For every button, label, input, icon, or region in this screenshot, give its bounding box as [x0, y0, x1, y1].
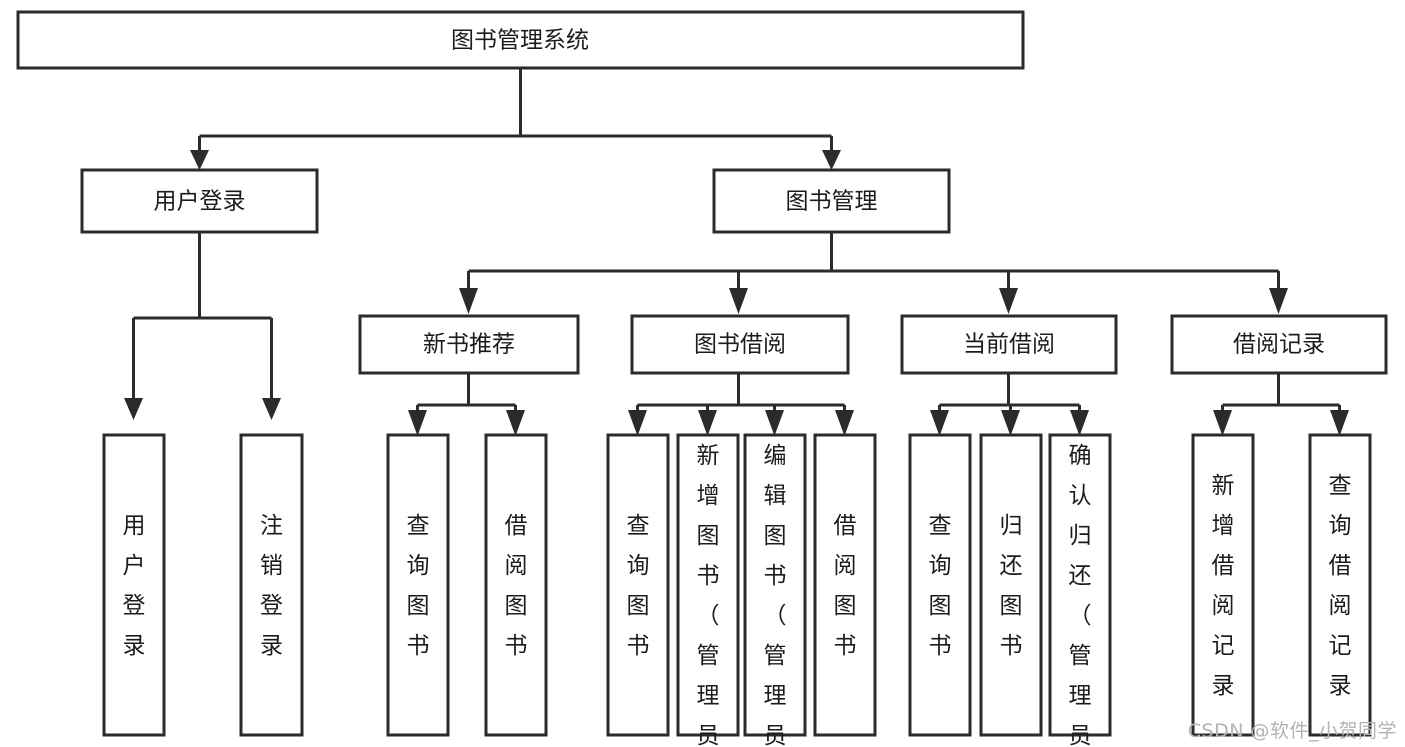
leaf-label: 借阅图书 [505, 513, 528, 659]
leaf-user-login-2[interactable]: 注销登录 [239, 433, 304, 737]
leaf-box[interactable] [102, 433, 166, 737]
node-book-manage-label: 图书管理 [786, 189, 878, 215]
leaf-box[interactable] [979, 433, 1043, 737]
node-root[interactable]: 图书管理系统 [16, 10, 1025, 70]
arrowhead-leaf-borrow-4 [835, 410, 854, 436]
leaf-box[interactable] [1048, 433, 1112, 737]
leaf-label: 查询图书 [929, 513, 952, 659]
arrowhead-user-login [190, 150, 209, 170]
arrowhead-leaf-borrow-2 [698, 410, 717, 436]
arrowhead-l3-4 [1269, 288, 1288, 314]
leaf-new-book-2[interactable]: 借阅图书 [484, 433, 548, 737]
arrowhead-leaf-newbook-1 [408, 410, 427, 436]
node-new-book-recommend-box[interactable] [358, 314, 580, 375]
node-book-manage-box[interactable] [712, 168, 951, 234]
node-book-borrow-box[interactable] [630, 314, 850, 375]
leaf-user-login-1[interactable]: 用户登录 [102, 433, 166, 737]
node-book-borrow-label: 图书借阅 [694, 332, 786, 358]
leaf-label: 注销登录 [260, 513, 283, 659]
leaf-current-borrow-3[interactable]: 确认归还（管理员） [1048, 433, 1112, 747]
node-new-book-recommend-label: 新书推荐 [423, 332, 515, 358]
node-borrow-record-label: 借阅记录 [1233, 332, 1325, 358]
leaf-box[interactable] [386, 433, 450, 737]
arrowhead-leaf-record-2 [1330, 410, 1349, 436]
leaf-box[interactable] [743, 433, 807, 737]
leaf-box[interactable] [908, 433, 972, 737]
leaf-box[interactable] [676, 433, 740, 737]
node-borrow-record-box[interactable] [1170, 314, 1388, 375]
arrowhead-l3-3 [999, 288, 1018, 314]
leaf-borrow-record-2[interactable]: 查询借阅记录 [1308, 433, 1372, 737]
leaf-label: 确认归还（管理员） [1069, 443, 1092, 747]
arrowhead-leaf-userlogin-1 [124, 398, 143, 420]
leaf-current-borrow-2[interactable]: 归还图书 [979, 433, 1043, 737]
watermark: CSDN @软件_小贺同学 [1187, 720, 1397, 742]
leaf-borrow-book-2[interactable]: 新增图书（管理员） [676, 433, 740, 747]
leaf-box[interactable] [1308, 433, 1372, 737]
arrowhead-leaf-borrow-3 [765, 410, 784, 436]
leaf-box[interactable] [1191, 433, 1255, 737]
node-current-borrow-label: 当前借阅 [963, 332, 1055, 358]
leaf-borrow-book-3[interactable]: 编辑图书（管理员） [743, 433, 807, 747]
leaf-label: 归还图书 [1000, 513, 1023, 659]
node-user-login-box[interactable] [80, 168, 319, 234]
leaf-current-borrow-1[interactable]: 查询图书 [908, 433, 972, 737]
connectors [124, 68, 1349, 436]
arrowhead-leaf-newbook-2 [506, 410, 525, 436]
arrowhead-leaf-current-3 [1070, 410, 1089, 436]
leaf-new-book-1[interactable]: 查询图书 [386, 433, 450, 737]
leaf-label: 新增借阅记录 [1212, 473, 1235, 699]
node-root-label: 图书管理系统 [451, 28, 589, 54]
arrowhead-book-manage [822, 150, 841, 170]
leaf-label: 用户登录 [123, 513, 146, 659]
arrowhead-leaf-borrow-1 [628, 410, 647, 436]
node-borrow-record[interactable]: 借阅记录 [1170, 314, 1388, 375]
leaf-label: 新增图书（管理员） [697, 443, 720, 747]
arrowhead-leaf-userlogin-2 [262, 398, 281, 420]
node-user-login-label: 用户登录 [154, 189, 246, 215]
leaf-label: 编辑图书（管理员） [764, 443, 787, 747]
leaf-box[interactable] [484, 433, 548, 737]
leaf-borrow-record-1[interactable]: 新增借阅记录 [1191, 433, 1255, 737]
node-user-login[interactable]: 用户登录 [80, 168, 319, 234]
node-current-borrow-box[interactable] [900, 314, 1118, 375]
leaf-borrow-book-4[interactable]: 借阅图书 [813, 433, 877, 737]
leaf-label: 借阅图书 [834, 513, 857, 659]
node-book-borrow[interactable]: 图书借阅 [630, 314, 850, 375]
node-book-manage[interactable]: 图书管理 [712, 168, 951, 234]
leaf-label: 查询图书 [407, 513, 430, 659]
arrowhead-leaf-current-1 [930, 410, 949, 436]
leaf-borrow-book-1[interactable]: 查询图书 [606, 433, 670, 737]
arrowhead-leaf-record-1 [1213, 410, 1232, 436]
leaf-box[interactable] [239, 433, 304, 737]
node-current-borrow[interactable]: 当前借阅 [900, 314, 1118, 375]
node-new-book-recommend[interactable]: 新书推荐 [358, 314, 580, 375]
node-root-box[interactable] [16, 10, 1025, 70]
arrowhead-l3-1 [459, 288, 478, 314]
leaf-box[interactable] [606, 433, 670, 737]
leaf-label: 查询借阅记录 [1329, 473, 1352, 699]
arrowhead-l3-2 [729, 288, 748, 314]
leaf-box[interactable] [813, 433, 877, 737]
leaf-label: 查询图书 [627, 513, 650, 659]
arrowhead-leaf-current-2 [1001, 410, 1020, 436]
